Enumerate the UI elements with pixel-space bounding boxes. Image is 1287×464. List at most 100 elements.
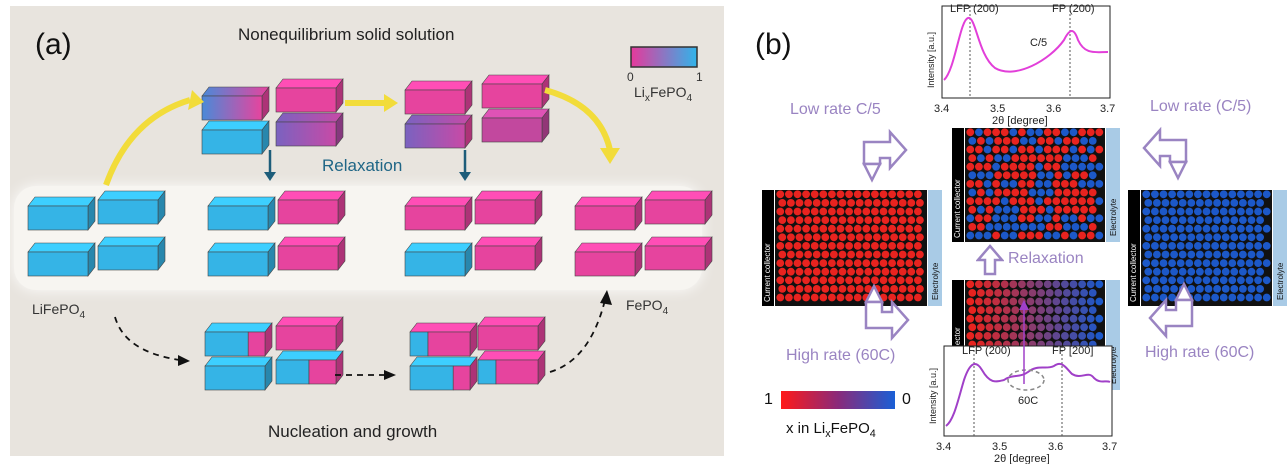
lattice-site bbox=[873, 267, 881, 276]
lattice-site bbox=[1237, 276, 1245, 285]
lattice-site bbox=[1018, 145, 1026, 154]
relaxation-label-a: Relaxation bbox=[322, 156, 403, 175]
lattice-site bbox=[1009, 197, 1018, 205]
lattice-site bbox=[914, 190, 922, 199]
lattice-site bbox=[1035, 297, 1043, 306]
band-block-0-0 bbox=[27, 196, 96, 231]
lattice-site bbox=[847, 250, 855, 259]
lattice-site bbox=[1159, 224, 1168, 233]
lattice-site bbox=[1211, 276, 1219, 285]
lattice-site bbox=[1187, 199, 1196, 207]
lattice-site bbox=[1009, 280, 1018, 289]
lattice-site bbox=[879, 207, 888, 216]
lattice-site bbox=[1142, 276, 1151, 285]
top-block-1-2 bbox=[404, 114, 473, 149]
lattice-site bbox=[1161, 267, 1170, 276]
xrd-top-peak2: FP (200) bbox=[1052, 3, 1095, 15]
lattice-site bbox=[879, 276, 888, 285]
lattice-site bbox=[1170, 285, 1178, 293]
lattice-site bbox=[1213, 267, 1221, 276]
lattice-site bbox=[1170, 250, 1178, 259]
lattice-site bbox=[819, 190, 828, 199]
relax-arrow-1 bbox=[264, 172, 276, 181]
lattice-site bbox=[994, 171, 1002, 180]
lattice-site bbox=[1078, 231, 1086, 240]
lattice-site bbox=[1011, 289, 1020, 297]
lattice-site bbox=[1239, 267, 1247, 276]
lattice-site bbox=[1095, 180, 1104, 188]
lattice-site bbox=[871, 224, 879, 233]
lattice-site bbox=[802, 242, 810, 250]
lattice-site bbox=[1194, 190, 1202, 199]
lattice-site bbox=[810, 190, 819, 199]
xrd-bottom-rate: 60C bbox=[1018, 395, 1038, 407]
lattice-site bbox=[1151, 224, 1159, 233]
xrd-bottom-peak1: LFP (200) bbox=[962, 345, 1011, 357]
lattice-site bbox=[1168, 190, 1176, 199]
lattice-site bbox=[1045, 154, 1054, 162]
lattice-site bbox=[785, 190, 793, 199]
lattice-site bbox=[1088, 154, 1097, 162]
low-rate-left-label: Low rate C/5 bbox=[790, 101, 881, 118]
lattice-site bbox=[1159, 190, 1168, 199]
lattice-site bbox=[1228, 276, 1237, 285]
lattice-site bbox=[975, 180, 983, 188]
lattice-site bbox=[819, 207, 828, 216]
lattice-site bbox=[1245, 190, 1254, 199]
lattice-site bbox=[975, 280, 983, 289]
lattice-site bbox=[812, 216, 821, 224]
lattice-site bbox=[1000, 214, 1009, 223]
lattice-site bbox=[802, 293, 810, 302]
lattice-site bbox=[1071, 223, 1080, 231]
lattice-site bbox=[862, 224, 871, 233]
lattice-site bbox=[1043, 280, 1052, 289]
lattice-site bbox=[968, 223, 977, 231]
lattice-site bbox=[776, 276, 785, 285]
lattice-site bbox=[1219, 276, 1228, 285]
lattice-site bbox=[845, 259, 853, 267]
lattice-site bbox=[836, 224, 845, 233]
lattice-site bbox=[1028, 171, 1037, 180]
lattice-site bbox=[983, 297, 992, 306]
lattice-site bbox=[1071, 306, 1080, 314]
lattice-site bbox=[1043, 180, 1052, 188]
lattice-site bbox=[1043, 332, 1052, 340]
lattice-site bbox=[1035, 197, 1043, 205]
lattice-site bbox=[1009, 297, 1018, 306]
lattice-site bbox=[1095, 314, 1104, 323]
lattice-site bbox=[977, 205, 985, 214]
lattice-site bbox=[1063, 223, 1071, 231]
lattice-site bbox=[1254, 190, 1262, 199]
lattice-site bbox=[855, 199, 864, 207]
lattice-site bbox=[1052, 332, 1061, 340]
lattice-site bbox=[898, 216, 907, 224]
lattice-site bbox=[1187, 216, 1196, 224]
yellow-arrow-left-head bbox=[188, 90, 204, 110]
lattice-site bbox=[1035, 231, 1043, 240]
lattice-site bbox=[1256, 250, 1264, 259]
lattice-site bbox=[1211, 190, 1219, 199]
lattice-site bbox=[1069, 145, 1078, 154]
lattice-site bbox=[1069, 162, 1078, 171]
lattice-site bbox=[916, 199, 924, 207]
hollow-arrow-high-left bbox=[863, 283, 910, 342]
lattice-site bbox=[1052, 180, 1061, 188]
lattice-site bbox=[896, 276, 905, 285]
lattice-site bbox=[1095, 280, 1104, 289]
lattice-site bbox=[1071, 137, 1080, 145]
lattice-site bbox=[914, 259, 922, 267]
lattice-site bbox=[1221, 267, 1230, 276]
top-block-1-3 bbox=[481, 108, 550, 143]
yellow-arrow-mid-head bbox=[384, 94, 398, 112]
lattice-site bbox=[1237, 259, 1245, 267]
lattice-site bbox=[1194, 293, 1202, 302]
lattice-site bbox=[1144, 216, 1153, 224]
xrd-bottom-xlabel: 2θ [degree] bbox=[994, 453, 1050, 464]
lattice-site bbox=[977, 289, 985, 297]
lattice-site bbox=[1219, 259, 1228, 267]
band-block-0-2 bbox=[27, 242, 96, 277]
lattice-site bbox=[1086, 180, 1095, 188]
lattice-site bbox=[778, 233, 787, 242]
lattice-site bbox=[778, 216, 787, 224]
lattice-site bbox=[1009, 128, 1018, 137]
